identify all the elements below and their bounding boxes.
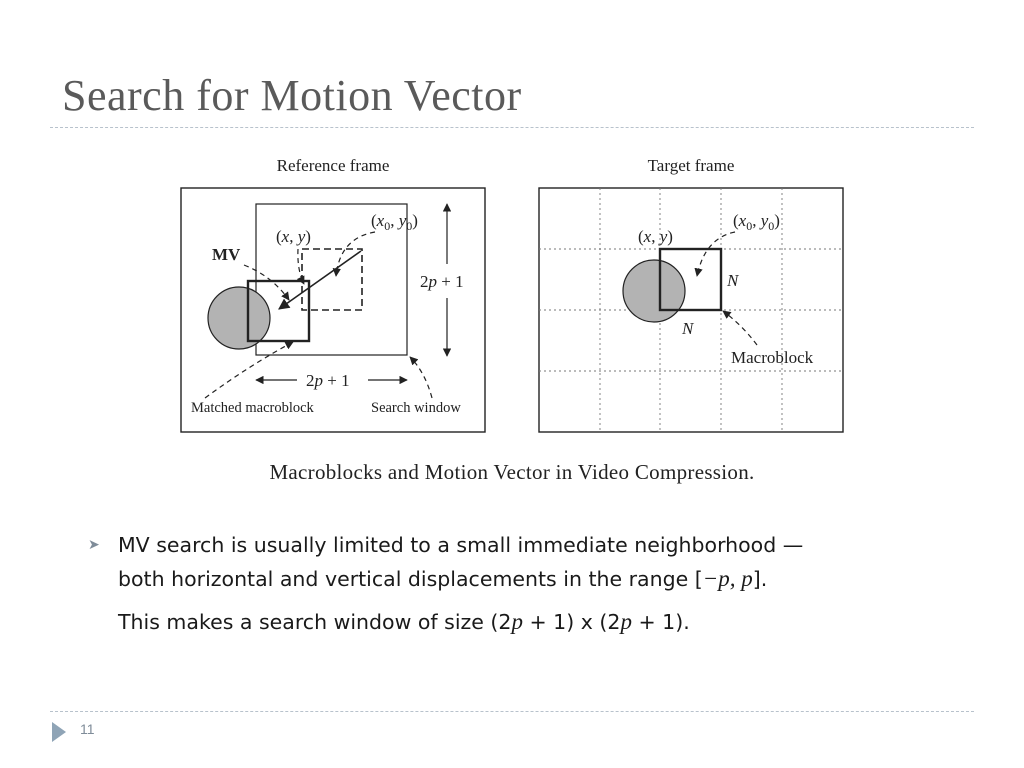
reference-object-circle xyxy=(207,286,271,350)
reference-frame-label: Reference frame xyxy=(277,156,390,175)
xy-label-target: (x, y) xyxy=(638,227,673,246)
page-number: 11 xyxy=(80,721,95,737)
target-macroblock-box xyxy=(658,247,723,312)
x0y0-label-reference: (x0, y0) xyxy=(371,211,418,233)
matched-macroblock-label: Matched macroblock xyxy=(191,400,315,416)
bullet-arrow-icon: ➤ xyxy=(88,536,100,552)
matched-macroblock-box xyxy=(246,279,311,343)
search-window-box xyxy=(255,203,408,356)
search-window-pointer xyxy=(409,356,433,399)
search-window-label: Search window xyxy=(371,400,461,416)
target-frame-label: Target frame xyxy=(648,156,735,175)
mv-pointer xyxy=(243,264,290,301)
macroblock-pointer xyxy=(722,310,758,346)
vertical-dimension-label: 2p + 1 xyxy=(420,272,464,291)
xy-label-reference: (x, y) xyxy=(276,227,311,246)
slide-title: Search for Motion Vector xyxy=(62,71,522,120)
footer-triangle-icon xyxy=(52,722,66,742)
xy-pointer-reference xyxy=(296,248,305,285)
motion-vector-arrow xyxy=(278,250,362,310)
bullet-continuation: This makes a search window of size (2p +… xyxy=(118,609,690,634)
footer-divider xyxy=(50,711,974,712)
n-label-right: N xyxy=(726,271,740,290)
bullet-text: MV search is usually limited to a small … xyxy=(118,533,804,591)
target-object-circle xyxy=(622,259,686,323)
colocated-dashed-block xyxy=(301,248,363,311)
x0y0-label-target: (x0, y0) xyxy=(733,211,780,233)
horizontal-dimension-label: 2p + 1 xyxy=(306,371,350,390)
x0y0-pointer-target xyxy=(694,231,736,277)
bullet-list: ➤ MV search is usually limited to a smal… xyxy=(88,528,948,639)
title-divider xyxy=(50,127,974,128)
n-label-bottom: N xyxy=(681,319,695,338)
bullet-item: ➤ MV search is usually limited to a smal… xyxy=(88,528,948,596)
mv-label: MV xyxy=(212,245,241,264)
figure-caption: Macroblocks and Motion Vector in Video C… xyxy=(269,460,755,484)
matched-macroblock-pointer xyxy=(204,341,294,399)
x0y0-pointer-reference xyxy=(332,231,376,277)
reference-frame-border xyxy=(180,187,486,433)
macroblock-label: Macroblock xyxy=(731,348,814,367)
